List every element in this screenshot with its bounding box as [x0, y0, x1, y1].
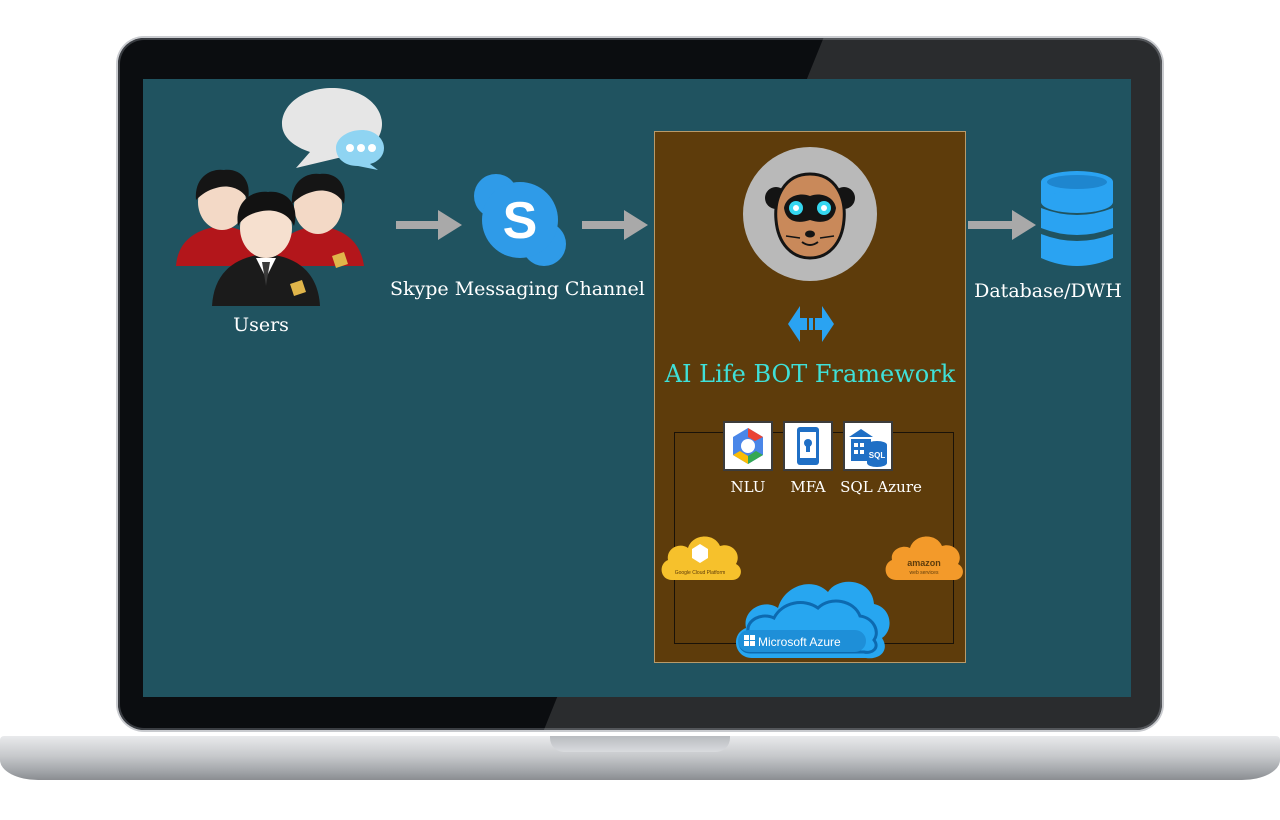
svg-text:Google Cloud Platform: Google Cloud Platform: [675, 570, 726, 576]
skype-icon: S: [474, 174, 566, 266]
mfa-tile: [783, 421, 833, 471]
arrow-icon: [582, 210, 648, 240]
svg-text:amazon: amazon: [907, 558, 941, 568]
google-cloud-icon: [733, 428, 763, 464]
database-label: Database/DWH: [974, 280, 1122, 302]
users-label: Users: [233, 314, 289, 336]
bot-mascot-icon: [743, 147, 877, 281]
chat-bubble-icon: [282, 88, 384, 170]
svg-text:Microsoft Azure: Microsoft Azure: [758, 635, 841, 649]
bidirectional-arrow-icon: [788, 306, 834, 342]
sql-azure-tile: SQL: [843, 421, 893, 471]
arrow-icon: [396, 210, 462, 240]
framework-title: AI Life BOT Framework: [664, 360, 956, 388]
svg-text:web services: web services: [910, 570, 939, 576]
mfa-label: MFA: [790, 478, 826, 496]
arrow-icon: [968, 210, 1036, 240]
sql-azure-label: SQL Azure: [840, 478, 922, 496]
database-icon: [1041, 171, 1113, 266]
users-group-icon: [176, 169, 364, 306]
sql-azure-icon: SQL: [849, 429, 887, 467]
laptop-notch: [550, 736, 730, 752]
nlu-tile: [723, 421, 773, 471]
mobile-lock-icon: [797, 427, 819, 465]
skype-channel-label: Skype Messaging Channel: [390, 278, 645, 300]
nlu-label: NLU: [730, 478, 766, 496]
google-cloud-platform-icon: Google Cloud Platform: [661, 536, 741, 580]
aws-cloud-icon: amazon web services: [885, 536, 963, 580]
microsoft-azure-icon: Microsoft Azure: [735, 581, 890, 659]
svg-text:S: S: [503, 192, 538, 250]
svg-text:SQL: SQL: [869, 451, 886, 460]
